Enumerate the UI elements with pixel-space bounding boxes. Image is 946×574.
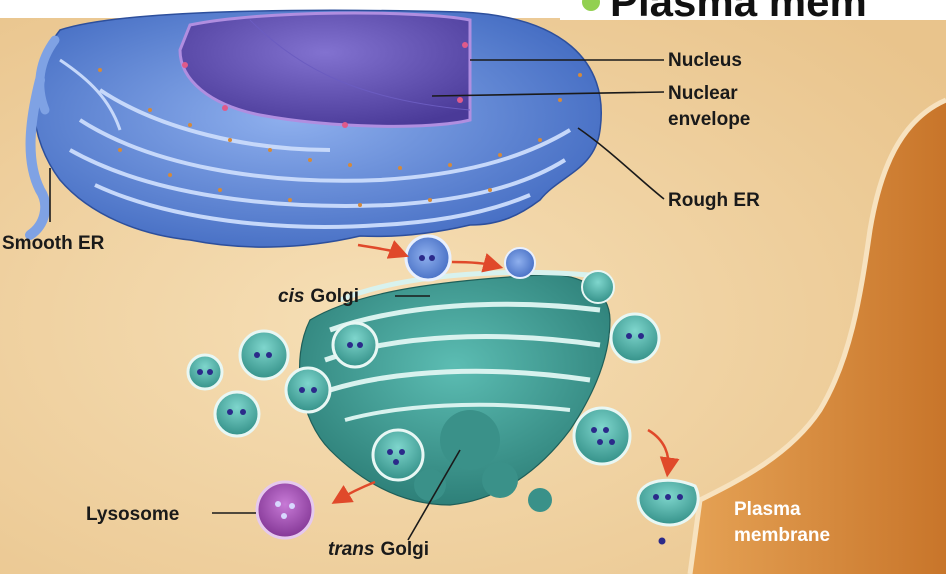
label-cis-golgi-italic: cis: [278, 286, 304, 307]
vesicle: [186, 353, 224, 391]
leader-rough-er: [577, 127, 665, 200]
vesicle: [581, 270, 615, 304]
label-lysosome: Lysosome: [86, 504, 179, 525]
label-cis-golgi-rest: Golgi: [310, 286, 359, 307]
arrow-to-lysosome: [331, 480, 376, 504]
title-text: Plasma mem: [610, 0, 867, 25]
label-trans-golgi-rest: Golgi: [380, 539, 429, 560]
leader-lines: [49, 59, 665, 541]
vesicle: [284, 366, 332, 414]
leader-nuclear-envelope: [431, 91, 665, 97]
leader-trans-golgi: [407, 449, 461, 541]
vesicle: [371, 428, 425, 482]
label-trans-golgi-italic: trans: [328, 539, 374, 560]
label-nuclear-envelope-line1: Nuclear: [668, 83, 738, 104]
plasma-membrane-edge: [687, 97, 946, 574]
label-plasma-membrane-line2: membrane: [734, 525, 830, 546]
vesicle: [572, 406, 632, 466]
title-bullet-icon: [582, 0, 600, 11]
transport-vesicles: [186, 234, 700, 545]
lysosome: [255, 480, 315, 540]
label-smooth-er: Smooth ER: [2, 233, 105, 254]
transport-arrows: [331, 240, 680, 504]
label-trans-golgi: trans Golgi: [328, 539, 429, 560]
nucleus: [178, 11, 472, 128]
vesicle: [238, 329, 290, 381]
vesicle: [331, 321, 379, 369]
arrow-er-to-vesicle: [357, 240, 409, 259]
slide-title: Plasma mem: [560, 0, 946, 25]
label-nuclear-envelope-line2: envelope: [668, 109, 750, 130]
arrow-to-plasma-membrane: [647, 428, 680, 478]
vesicle: [504, 247, 536, 279]
arrow-vesicle-to-cis: [451, 253, 504, 273]
vesicle: [404, 234, 452, 282]
vesicle: [609, 312, 661, 364]
label-nucleus: Nucleus: [668, 50, 742, 71]
label-rough-er: Rough ER: [668, 190, 760, 211]
vesicle: [213, 390, 261, 438]
label-cis-golgi: cis Golgi: [278, 286, 359, 307]
secretory-vesicle: [636, 478, 700, 545]
cell-exterior: [690, 100, 946, 574]
label-plasma-membrane-line1: Plasma: [734, 499, 801, 520]
